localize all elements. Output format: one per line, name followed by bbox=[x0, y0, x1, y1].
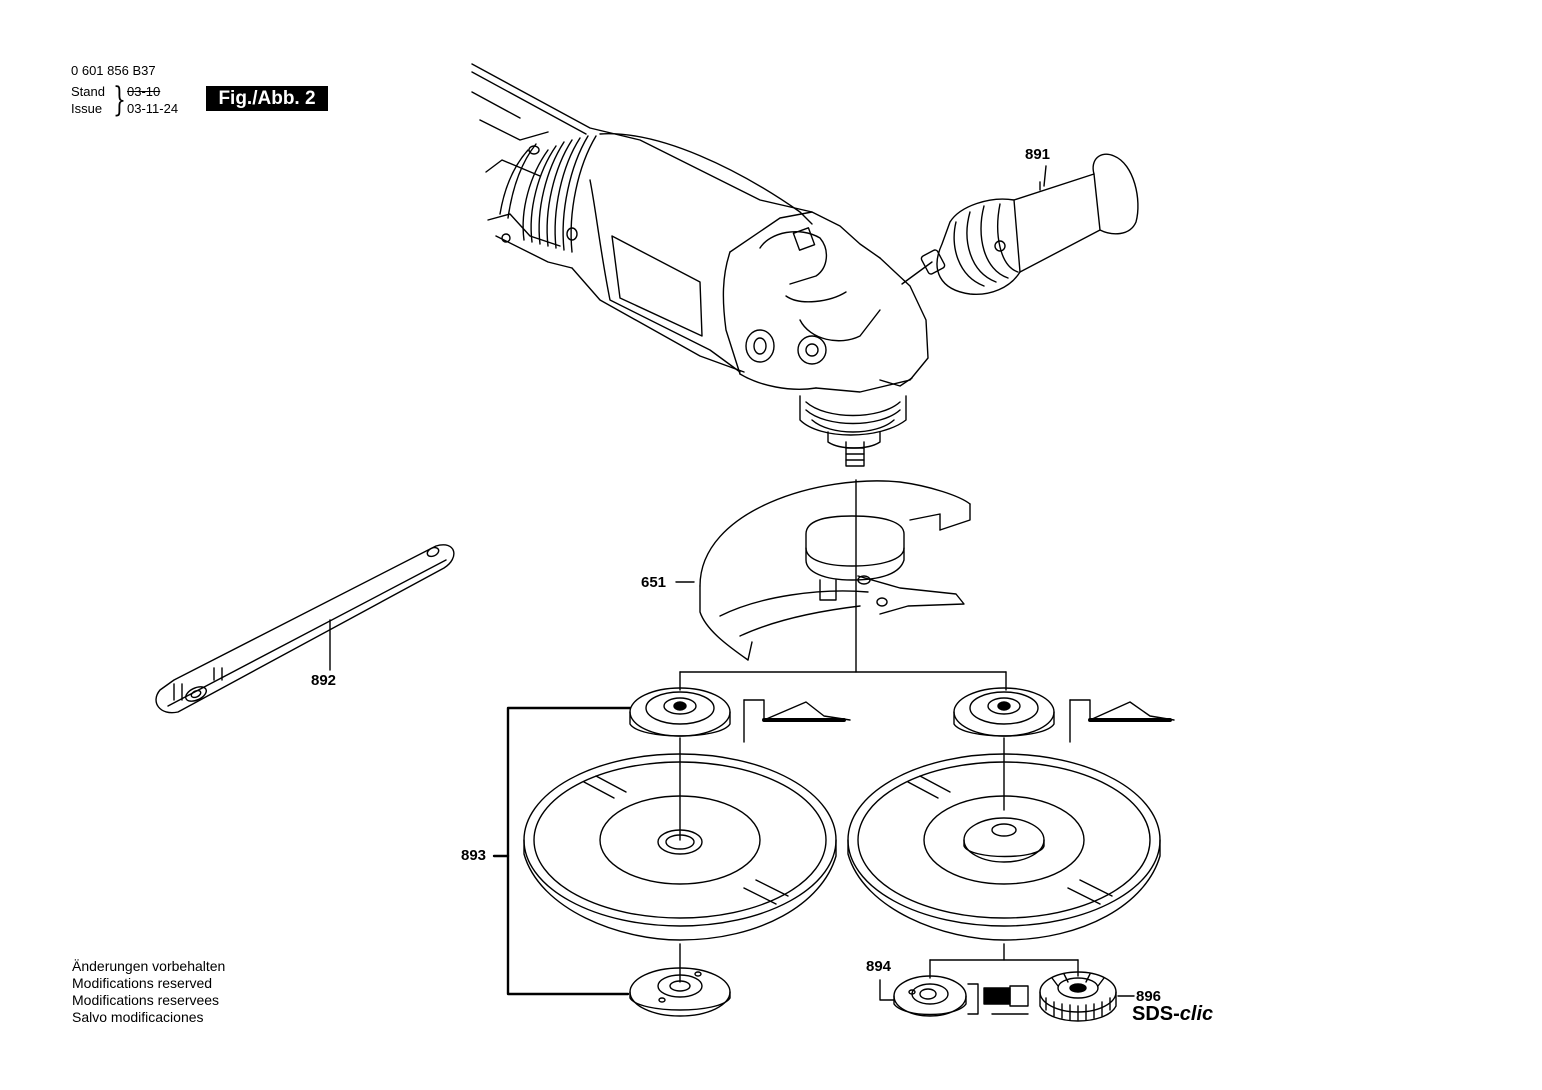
spanner-892 bbox=[155, 544, 455, 714]
note-line-de: Änderungen vorbehalten bbox=[72, 958, 226, 974]
part-label-891: 891 bbox=[1025, 146, 1051, 163]
guard-651 bbox=[675, 480, 971, 661]
issue-label: Issue bbox=[71, 101, 103, 116]
flange-left-upper bbox=[629, 687, 851, 743]
issue-date: 03-11-24 bbox=[127, 101, 179, 116]
disc-left bbox=[523, 753, 837, 941]
brace-glyph: } bbox=[113, 80, 126, 120]
grinder-body bbox=[471, 63, 929, 467]
stand-label: Stand bbox=[71, 84, 105, 99]
side-handle-891 bbox=[901, 153, 1139, 295]
note-line-en: Modifications reserved bbox=[72, 975, 213, 991]
note-line-es: Salvo modificaciones bbox=[72, 1009, 204, 1025]
bottom-nut-group bbox=[879, 943, 1135, 1022]
part-label-896: 896 bbox=[1136, 988, 1162, 1005]
flange-right-upper bbox=[953, 687, 1175, 743]
part-label-894: 894 bbox=[866, 958, 892, 975]
document-number: 0 601 856 B37 bbox=[71, 63, 156, 78]
disc-right bbox=[847, 753, 1161, 941]
sds-prefix: SDS- bbox=[1132, 1003, 1180, 1025]
part-label-892: 892 bbox=[311, 672, 337, 689]
sds-clic-label: SDS-clic bbox=[1132, 1003, 1213, 1026]
modification-notes: Änderungen vorbehalten Modifications res… bbox=[72, 958, 225, 1026]
figure-badge: Fig./Abb. 2 bbox=[206, 86, 328, 111]
note-line-fr: Modifications reservees bbox=[72, 992, 220, 1008]
bracket-893 bbox=[492, 706, 632, 996]
nut-left bbox=[629, 943, 731, 1017]
part-label-651: 651 bbox=[641, 574, 667, 591]
stand-date: 03-10 bbox=[127, 84, 161, 99]
sds-suffix: clic bbox=[1179, 1003, 1214, 1025]
part-label-893: 893 bbox=[461, 847, 487, 864]
